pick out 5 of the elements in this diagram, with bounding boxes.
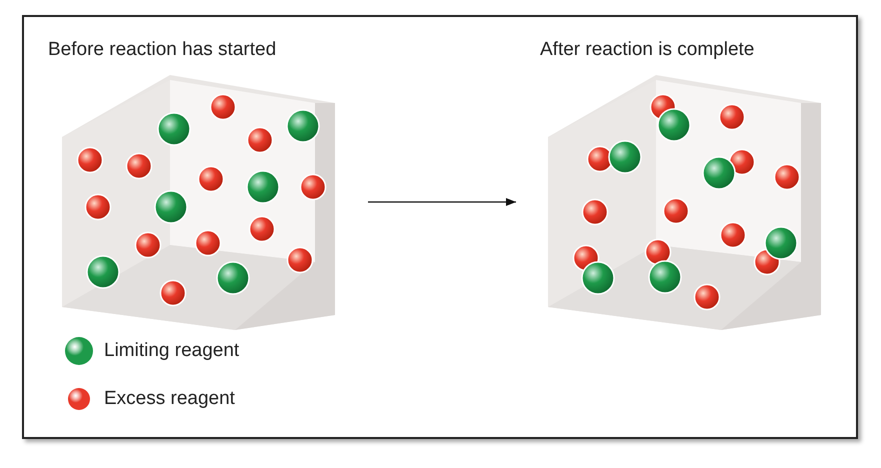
legend-label: Limiting reagent: [104, 338, 240, 363]
legend-label: Excess reagent: [104, 386, 235, 411]
panel-heading: Before reaction has started: [47, 38, 278, 62]
arrow: [368, 198, 516, 206]
panel-heading: After reaction is complete: [539, 38, 756, 62]
